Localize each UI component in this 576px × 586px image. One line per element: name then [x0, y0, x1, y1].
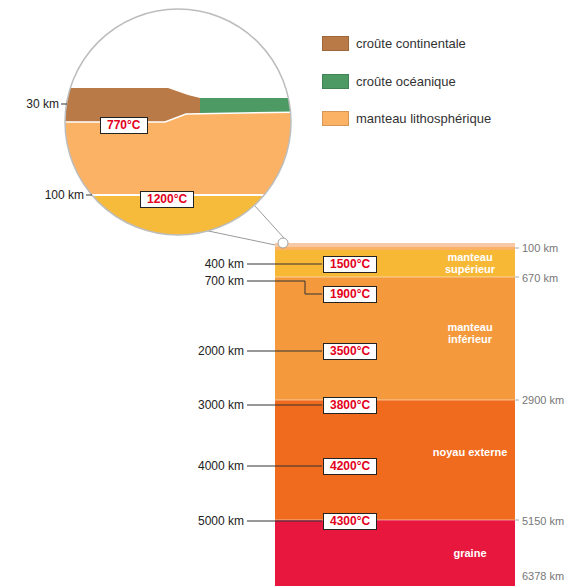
- temperature-box: 1200°C: [140, 191, 194, 208]
- zoom-view: [60, 5, 300, 245]
- leader-line: [247, 466, 322, 467]
- leader-lines: [61, 104, 322, 521]
- zoom-circle: [65, 9, 291, 235]
- depth-label: 3000 km: [198, 398, 244, 412]
- layer-boundaries: [275, 277, 515, 520]
- legend-entry: croûte océanique: [322, 74, 456, 89]
- layer-band: noyau externe 3800°C 4200°C: [275, 400, 515, 520]
- layer-name: noyau externe: [431, 446, 509, 458]
- layer-band: manteau inférieur 1900°C 3500°C: [275, 277, 515, 400]
- leader-line: [247, 281, 322, 294]
- tick: [515, 520, 519, 521]
- layer-band: graine4300°C: [275, 520, 515, 586]
- depth-ticks: [515, 248, 519, 520]
- boundary: [275, 277, 515, 278]
- leader-line: [86, 195, 92, 196]
- temperature-box: 4300°C: [323, 513, 377, 530]
- depth-label: 700 km: [205, 274, 244, 288]
- legend-swatch: [322, 74, 349, 89]
- tick: [515, 400, 519, 401]
- temperature-value: 4200°C: [330, 459, 370, 474]
- depth-label: 5150 km: [522, 514, 564, 528]
- zoom-point: [278, 238, 288, 248]
- layer-name: manteau supérieur: [431, 251, 509, 275]
- layer-name: graine: [431, 547, 509, 559]
- crust-layer: [275, 243, 515, 247]
- leader-line: [247, 264, 322, 265]
- temperature-value: 3500°C: [330, 344, 370, 359]
- depth-label: 400 km: [205, 257, 244, 271]
- temperature-value: 3800°C: [330, 398, 370, 413]
- temperature-box: 1500°C: [323, 256, 377, 273]
- depth-label: 2900 km: [522, 393, 564, 407]
- temperature-box: 3500°C: [323, 343, 377, 360]
- depth-label: 670 km: [522, 271, 558, 285]
- tick: [515, 248, 519, 249]
- leader-line: [247, 405, 322, 406]
- legend-text: manteau lithosphérique: [356, 111, 491, 126]
- legend-text: croûte océanique: [356, 74, 456, 89]
- temperature-box: 770°C: [100, 117, 148, 134]
- legend-swatch: [322, 36, 349, 51]
- temperature-box: 4200°C: [323, 458, 377, 475]
- temperature-box: 3800°C: [323, 397, 377, 414]
- temperature-box: 1900°C: [323, 286, 377, 303]
- temperature-value: 1900°C: [330, 287, 370, 302]
- outer-core: [275, 400, 515, 520]
- layer-band: manteau supérieur 1500°C: [275, 250, 515, 277]
- depth-label: 100 km: [45, 188, 84, 202]
- depth-label: 6378 km: [522, 569, 564, 583]
- leader-line: [61, 104, 67, 105]
- temperature-value: 770°C: [107, 118, 141, 133]
- boundary: [275, 400, 515, 401]
- lower-mantle: [275, 277, 515, 400]
- depth-label: 30 km: [26, 97, 59, 111]
- temperature-value: 4300°C: [330, 514, 370, 529]
- inner-core: [275, 520, 515, 586]
- depth-label: 100 km: [522, 241, 558, 255]
- depth-label: 5000 km: [198, 514, 244, 528]
- lithosphere-layer: [275, 247, 515, 250]
- layer-name: manteau inférieur: [431, 321, 509, 345]
- temperature-value: 1200°C: [147, 192, 187, 207]
- moho-line: [60, 112, 300, 122]
- legend-entry: croûte continentale: [322, 36, 466, 51]
- leader-line: [247, 351, 322, 352]
- depth-label: 4000 km: [198, 459, 244, 473]
- leader-line: [247, 521, 322, 522]
- legend-entry: manteau lithosphérique: [322, 111, 491, 126]
- depth-label: 2000 km: [198, 344, 244, 358]
- sky: [60, 5, 300, 245]
- boundary: [275, 520, 515, 521]
- zoom-line: [255, 206, 284, 238]
- tick: [515, 277, 519, 278]
- temperature-value: 1500°C: [330, 257, 370, 272]
- legend-swatch: [322, 111, 349, 126]
- legend-text: croûte continentale: [356, 36, 466, 51]
